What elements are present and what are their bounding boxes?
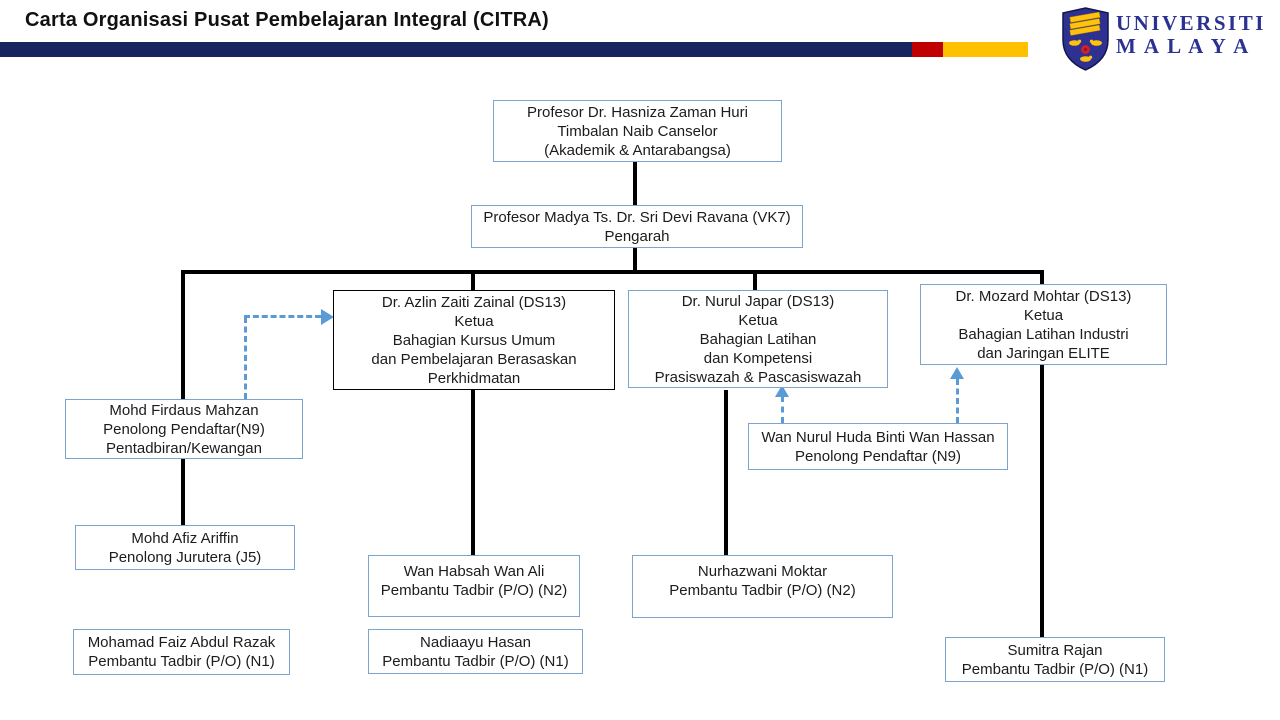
org-node-afiz: Mohd Afiz Ariffin Penolong Jurutera (J5): [75, 525, 295, 570]
brand-bar-red: [912, 42, 943, 57]
node-text-line: dan Kompetensi: [703, 349, 813, 367]
node-text-line: Penolong Pendaftar(N9): [103, 420, 265, 438]
org-node-pengarah: Profesor Madya Ts. Dr. Sri Devi Ravana (…: [471, 205, 803, 248]
connector-nurul-to-nurhazwani: [724, 390, 728, 555]
connector-azlin-to-habsah: [471, 390, 475, 555]
org-node-azlin: Dr. Azlin Zaiti Zainal (DS13) Ketua Baha…: [333, 290, 615, 390]
org-node-habsah: Wan Habsah Wan Ali Pembantu Tadbir (P/O)…: [368, 555, 580, 617]
node-text-line: Pembantu Tadbir (P/O) (N2): [380, 582, 568, 599]
node-text-line: Ketua: [1023, 306, 1064, 324]
node-text-line: Pengarah: [604, 227, 670, 245]
node-text-line: Timbalan Naib Canselor: [557, 122, 718, 140]
org-node-nurhazwani: Nurhazwani Moktar Pembantu Tadbir (P/O) …: [632, 555, 893, 618]
university-malaya-logo: UNIVERSITI M A L A Y A: [1062, 7, 1263, 73]
dashed-arrow-wannurul-to-nurul: [781, 396, 784, 423]
node-text-line: Mohd Afiz Ariffin: [131, 529, 239, 547]
connector-horizontal-bus: [181, 270, 1044, 274]
node-text-line: Profesor Dr. Hasniza Zaman Huri: [527, 103, 748, 121]
connector-tnc-to-pengarah: [633, 162, 637, 205]
node-text-line: Penolong Pendaftar (N9): [795, 447, 961, 465]
node-text-line: Dr. Nurul Japar (DS13): [681, 292, 835, 310]
brand-bar-navy: [0, 42, 912, 57]
node-text-line: Mohamad Faiz Abdul Razak: [87, 634, 276, 651]
um-crest-icon: [1062, 7, 1109, 71]
connector-bus-to-afiz: [181, 272, 185, 525]
dashed-arrow-firdaus-segment-horizontal: [244, 315, 321, 318]
dashed-arrow-firdaus-segment-vertical: [244, 317, 247, 399]
node-text-line: Pembantu Tadbir (P/O) (N1): [961, 660, 1149, 678]
node-text-line: Bahagian Latihan: [699, 330, 817, 348]
org-node-timbalan-naib-canselor: Profesor Dr. Hasniza Zaman Huri Timbalan…: [493, 100, 782, 162]
node-text-line: Ketua: [454, 312, 494, 330]
org-node-firdaus: Mohd Firdaus Mahzan Penolong Pendaftar(N…: [65, 399, 303, 459]
org-node-sumitra: Sumitra Rajan Pembantu Tadbir (P/O) (N1): [945, 637, 1165, 682]
connector-mozard-to-sumitra: [1040, 365, 1044, 637]
arrowhead-into-mozard-icon: [950, 367, 964, 379]
node-text-line: (Akademik & Antarabangsa): [544, 141, 731, 159]
node-text-line: Profesor Madya Ts. Dr. Sri Devi Ravana (…: [483, 208, 791, 226]
node-text-line: Bahagian Kursus Umum: [392, 331, 556, 349]
org-node-mozard: Dr. Mozard Mohtar (DS13) Ketua Bahagian …: [920, 284, 1167, 365]
node-text-line: Bahagian Latihan Industri: [958, 325, 1129, 343]
arrowhead-into-nurul-icon: [775, 385, 789, 397]
org-node-nurul: Dr. Nurul Japar (DS13) Ketua Bahagian La…: [628, 290, 888, 388]
node-text-line: Pembantu Tadbir (P/O) (N1): [88, 653, 275, 670]
logo-text-universiti: UNIVERSITI: [1116, 11, 1266, 35]
node-text-line: dan Jaringan ELITE: [977, 344, 1110, 362]
node-text-line: Sumitra Rajan: [1007, 641, 1103, 659]
node-text-line: Wan Habsah Wan Ali: [403, 563, 545, 580]
node-text-line: Mohd Firdaus Mahzan: [109, 401, 259, 419]
node-text-line: Wan Nurul Huda Binti Wan Hassan: [761, 428, 995, 446]
node-text-line: Prasiswazah & Pascasiswazah: [654, 368, 862, 386]
node-text-line: Nadiaayu Hasan: [420, 633, 531, 651]
page-title: Carta Organisasi Pusat Pembelajaran Inte…: [25, 9, 549, 31]
node-text-line: dan Pembelajaran Berasaskan: [371, 350, 577, 368]
dashed-arrow-wannurul-to-mozard: [956, 379, 959, 423]
node-text-line: Dr. Azlin Zaiti Zainal (DS13): [381, 293, 567, 311]
org-node-faiz: Mohamad Faiz Abdul Razak Pembantu Tadbir…: [73, 629, 290, 675]
node-text-line: Dr. Mozard Mohtar (DS13): [955, 287, 1132, 305]
node-text-line: Pembantu Tadbir (P/O) (N2): [669, 582, 856, 599]
arrowhead-into-azlin-icon: [321, 309, 334, 325]
node-text-line: Nurhazwani Moktar: [697, 563, 828, 580]
connector-pengarah-to-bus: [633, 248, 637, 274]
node-text-line: Pembantu Tadbir (P/O) (N1): [382, 652, 569, 670]
node-text-line: Ketua: [738, 311, 778, 329]
org-node-nadiaayu: Nadiaayu Hasan Pembantu Tadbir (P/O) (N1…: [368, 629, 583, 674]
connector-bus-to-nurul: [753, 272, 757, 290]
connector-bus-to-mozard: [1040, 272, 1044, 284]
logo-text-malaya: M A L A Y A: [1116, 34, 1251, 58]
connector-bus-to-azlin: [471, 272, 475, 290]
brand-bar-yellow: [943, 42, 1028, 57]
node-text-line: Perkhidmatan: [427, 369, 521, 387]
node-text-line: Pentadbiran/Kewangan: [106, 439, 262, 457]
org-node-wannurul: Wan Nurul Huda Binti Wan Hassan Penolong…: [748, 423, 1008, 470]
node-text-line: Penolong Jurutera (J5): [108, 548, 262, 566]
